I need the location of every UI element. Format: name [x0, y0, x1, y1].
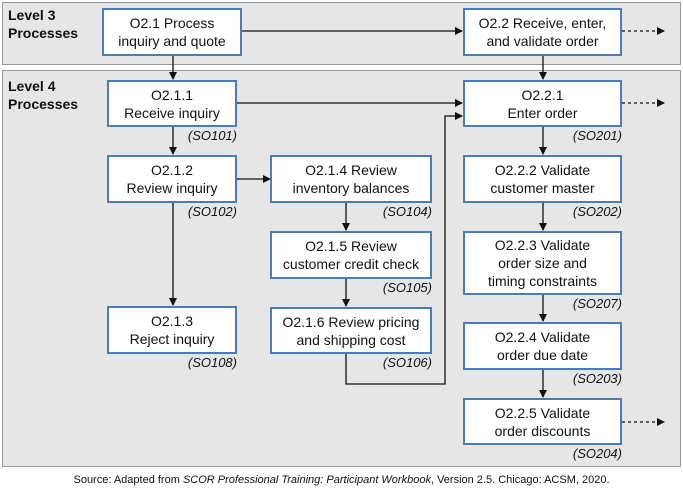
- process-o2-2: O2.2 Receive, enter, and validate order: [463, 8, 622, 56]
- process-o2-2-2: O2.2.2 Validate customer master: [463, 155, 622, 203]
- process-o2-2-3: O2.2.3 Validate order size and timing co…: [463, 231, 622, 295]
- code-so102: (SO102): [187, 204, 237, 219]
- level-4-label: Level 4 Processes: [8, 78, 79, 112]
- code-so101: (SO101): [187, 128, 237, 143]
- code-so203: (SO203): [572, 371, 622, 386]
- code-so106: (SO106): [382, 355, 432, 370]
- process-o2-1-1: O2.1.1 Receive inquiry: [107, 80, 237, 127]
- source-suffix: , Version 2.5. Chicago: ACSM, 2020.: [430, 474, 610, 486]
- process-o2-1: O2.1 Process inquiry and quote: [102, 8, 242, 56]
- process-o2-1-2: O2.1.2 Review inquiry: [107, 155, 237, 203]
- process-o2-2-1: O2.2.1 Enter order: [463, 80, 622, 127]
- source-caption: Source: Adapted from SCOR Professional T…: [0, 474, 683, 486]
- code-so204: (SO204): [572, 446, 622, 461]
- code-so105: (SO105): [382, 280, 432, 295]
- level-3-label: Level 3 Processes: [8, 7, 79, 41]
- process-o2-1-6: O2.1.6 Review pricing and shipping cost: [270, 307, 432, 354]
- process-o2-1-4: O2.1.4 Review inventory balances: [270, 155, 432, 203]
- process-o2-2-4: O2.2.4 Validate order due date: [463, 322, 622, 370]
- code-so108: (SO108): [187, 355, 237, 370]
- process-o2-1-5: O2.1.5 Review customer credit check: [270, 231, 432, 279]
- source-prefix: Source: Adapted from: [73, 474, 183, 486]
- process-o2-1-3: O2.1.3 Reject inquiry: [107, 306, 237, 354]
- code-so207: (SO207): [572, 296, 622, 311]
- process-o2-2-5: O2.2.5 Validate order discounts: [463, 398, 622, 445]
- source-title: SCOR Professional Training: Participant …: [182, 474, 431, 486]
- code-so104: (SO104): [382, 204, 432, 219]
- code-so201: (SO201): [572, 128, 622, 143]
- code-so202: (SO202): [572, 204, 622, 219]
